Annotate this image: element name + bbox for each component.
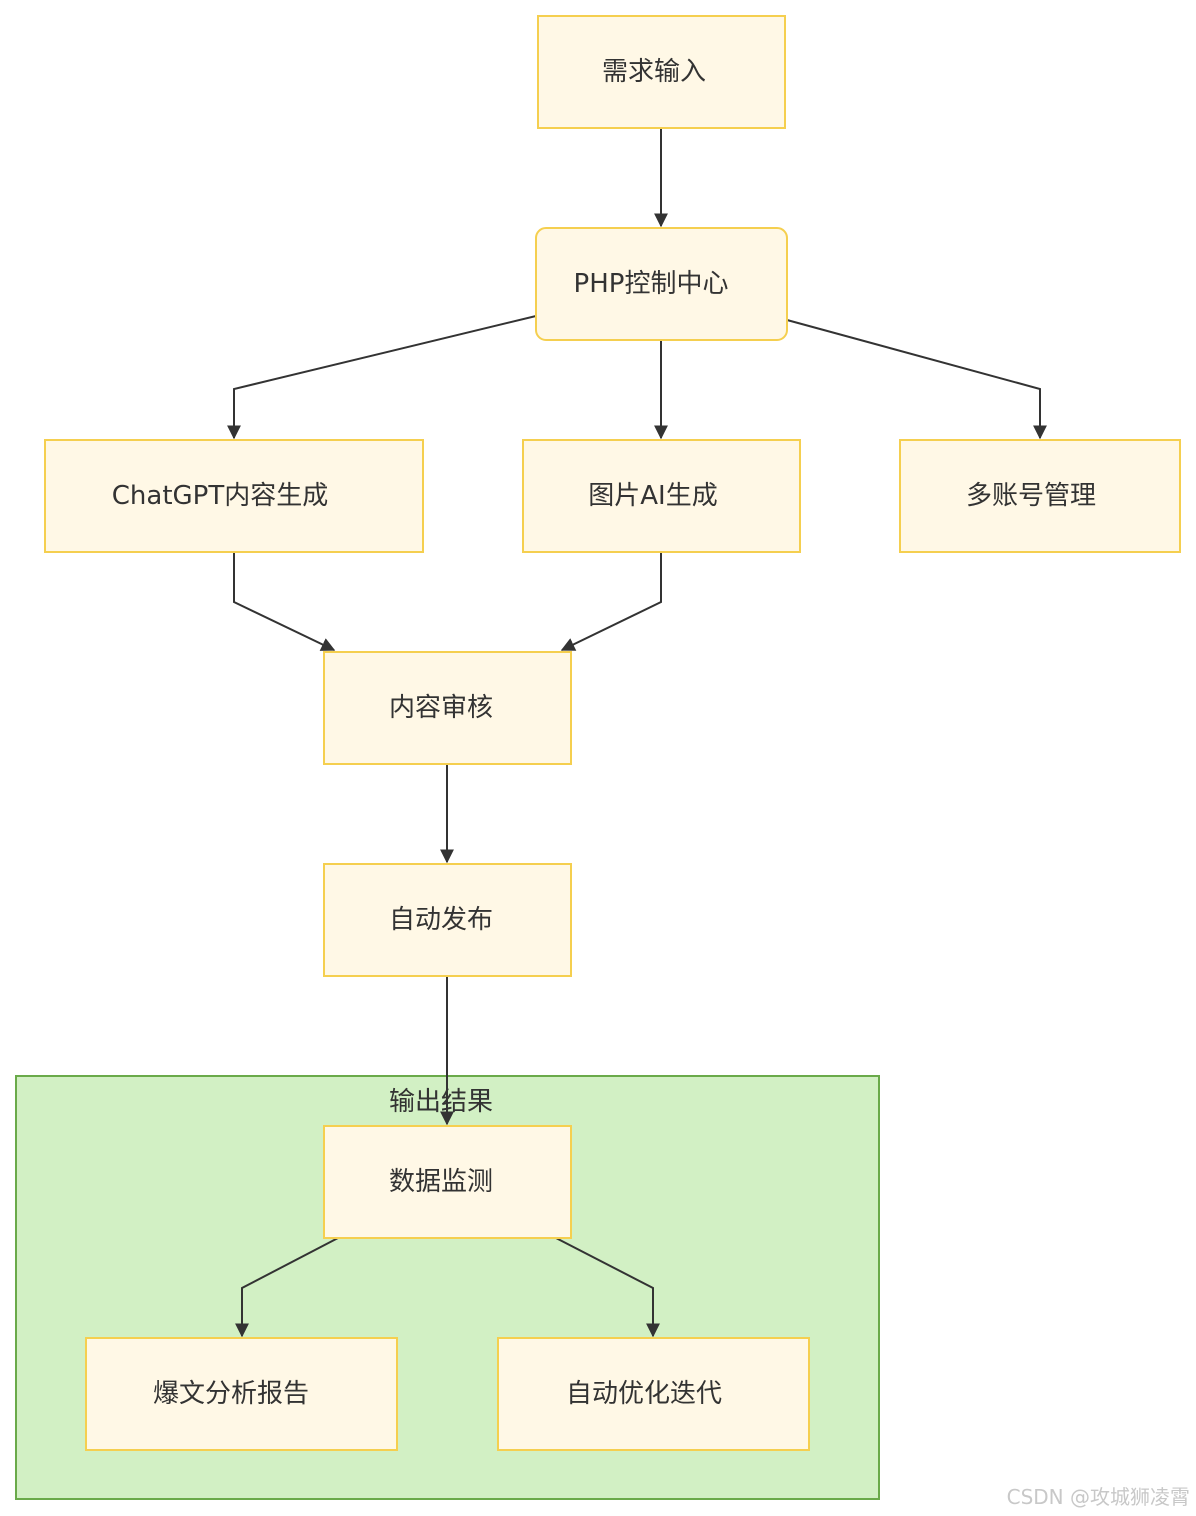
edge-php-to-accounts: [786, 319, 1047, 440]
node-viral-analysis-report: 爆文分析报告: [85, 1337, 398, 1451]
edge-image-ai-to-review: [560, 552, 662, 651]
edge-monitor-to-optimize: [555, 1237, 660, 1338]
node-data-monitoring: 数据监测: [323, 1125, 572, 1239]
node-auto-optimization: 自动优化迭代: [497, 1337, 810, 1451]
node-input: 需求输入: [537, 15, 786, 129]
node-label: 自动发布: [389, 905, 493, 935]
node-content-review: 内容审核: [323, 651, 572, 765]
watermark: CSDN @攻城狮凌霄: [1006, 1485, 1190, 1509]
node-label: 内容审核: [389, 693, 493, 723]
node-label: 多账号管理: [966, 481, 1096, 511]
edge-monitor-to-report: [235, 1237, 339, 1338]
node-image-ai-generation: 图片AI生成: [522, 439, 801, 553]
node-label: 数据监测: [389, 1167, 493, 1197]
edges: [227, 128, 1047, 1338]
node-auto-publish: 自动发布: [323, 863, 572, 977]
cluster-label: 输出结果: [389, 1087, 493, 1117]
node-label: 爆文分析报告: [153, 1379, 309, 1409]
node-chatgpt-generation: ChatGPT内容生成: [44, 439, 424, 553]
node-label: PHP控制中心: [574, 269, 729, 299]
edge-chatgpt-to-review: [233, 552, 336, 651]
node-label: 自动优化迭代: [566, 1379, 722, 1409]
edge-php-to-chatgpt: [227, 315, 537, 440]
node-php-control-center: PHP控制中心: [535, 227, 788, 341]
node-label: 需求输入: [602, 57, 706, 87]
node-label: ChatGPT内容生成: [112, 481, 328, 511]
node-label: 图片AI生成: [588, 481, 717, 511]
node-multi-account-management: 多账号管理: [899, 439, 1181, 553]
